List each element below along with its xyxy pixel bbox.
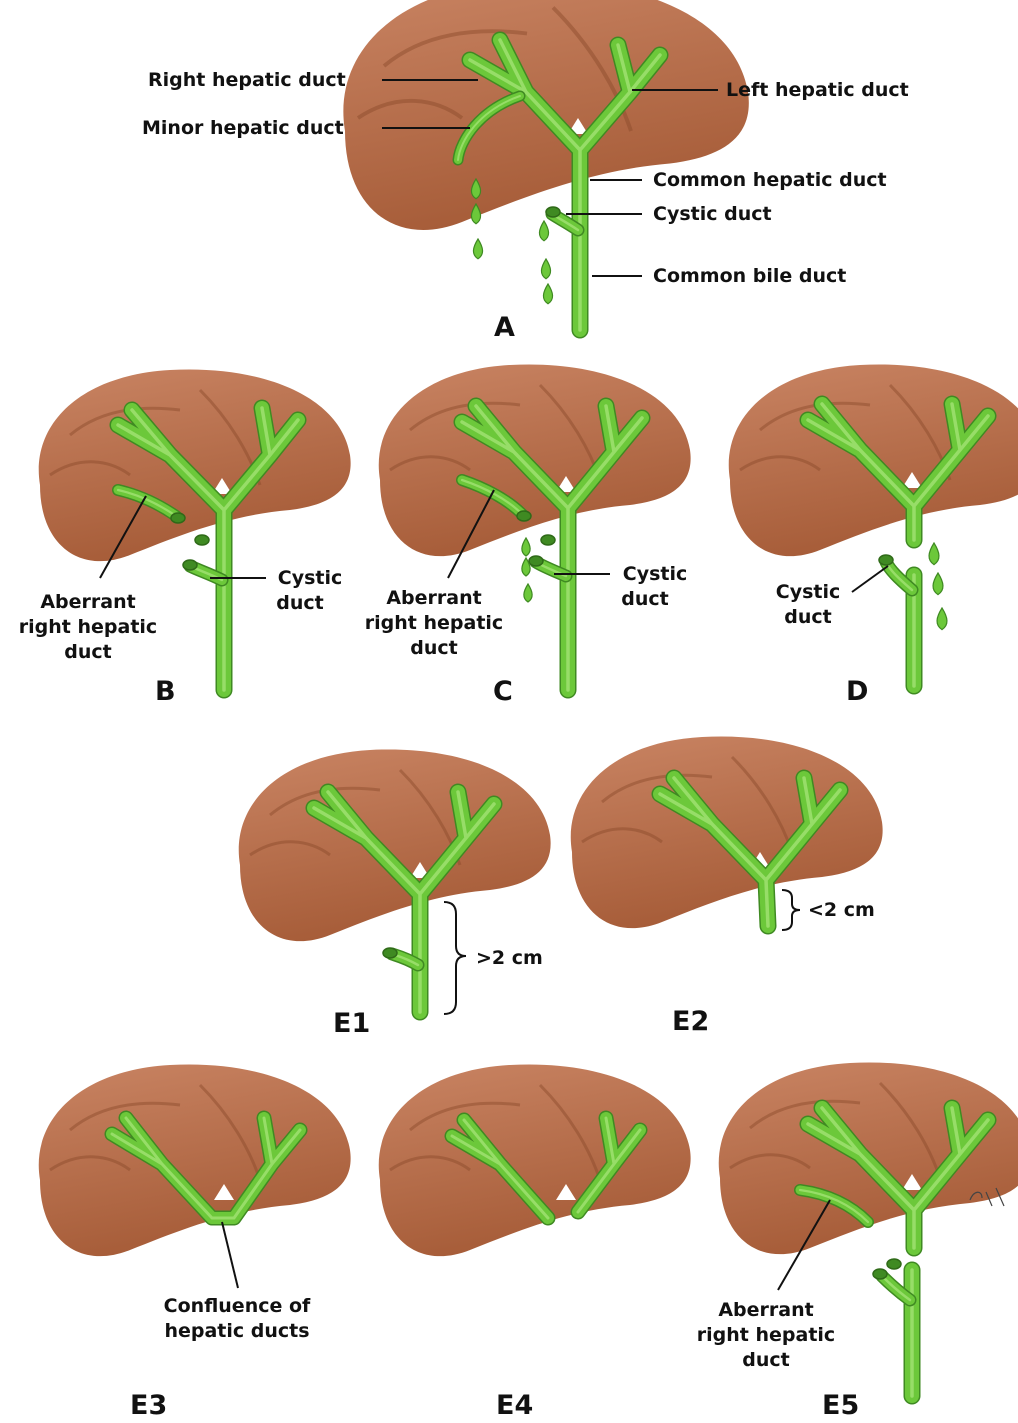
clipped-stump	[183, 560, 197, 570]
label-cystic: duct	[784, 606, 831, 628]
label-left-hepatic-duct: Left hepatic duct	[726, 79, 909, 101]
bile-leak-drop	[473, 239, 482, 259]
liver	[39, 369, 351, 561]
distance-brace	[782, 890, 800, 930]
liver-shape	[39, 1064, 351, 1256]
liver	[239, 749, 551, 941]
label-right-hepatic-duct: Right hepatic duct	[148, 69, 346, 91]
label-cystic: Cystic	[278, 567, 343, 589]
label-common-bile-duct: Common bile duct	[653, 265, 846, 287]
clipped-stump	[171, 513, 185, 523]
leader-line	[852, 566, 888, 592]
label-cystic: duct	[276, 592, 323, 614]
clipped-stump	[541, 535, 555, 545]
label-aberrant: right hepatic	[365, 612, 503, 634]
label-aberrant: right hepatic	[19, 616, 157, 638]
bile-leak-drop	[933, 573, 943, 595]
panel-letter-c: C	[493, 676, 513, 707]
label-minor-hepatic-duct: Minor hepatic duct	[142, 117, 344, 139]
label-cystic: duct	[621, 588, 668, 610]
clipped-stump	[517, 511, 531, 521]
label-distance: >2 cm	[476, 947, 543, 969]
bile-leak-drop	[524, 584, 532, 602]
clipped-stump	[879, 555, 893, 565]
panel-letter-d: D	[846, 676, 868, 707]
liver-shape	[379, 364, 691, 556]
clipped-stump	[887, 1259, 901, 1269]
label-aberrant: right hepatic	[697, 1324, 835, 1346]
panel-d-labels: Cystic duct D	[776, 566, 888, 707]
panel-e3-labels: Confluence of hepatic ducts E3	[130, 1222, 311, 1421]
bile-leak-drop	[539, 221, 548, 241]
label-common-hepatic-duct: Common hepatic duct	[653, 169, 887, 191]
label-confluence: hepatic ducts	[164, 1320, 309, 1342]
label-cystic: Cystic	[623, 563, 688, 585]
label-aberrant: duct	[64, 641, 111, 663]
bile-leak-drop	[541, 259, 550, 279]
panel-letter-b: B	[155, 676, 176, 707]
bile-leak-drop	[937, 608, 947, 630]
liver	[379, 1064, 691, 1256]
label-aberrant: Aberrant	[40, 591, 135, 613]
clipped-stump	[873, 1269, 887, 1279]
label-aberrant: duct	[410, 637, 457, 659]
liver	[39, 1064, 351, 1256]
bile-leak-drop	[543, 284, 552, 304]
panel-letter-a: A	[494, 312, 515, 343]
distance-brace	[444, 902, 466, 1014]
panel-d	[729, 364, 1018, 686]
panel-e1	[239, 749, 551, 1012]
clipped-stump	[195, 535, 209, 545]
panel-e3	[39, 1064, 351, 1256]
panel-letter-e2: E2	[672, 1006, 709, 1037]
bile-leak-drop	[522, 538, 530, 556]
panel-letter-e1: E1	[333, 1008, 370, 1039]
liver-shape	[379, 1064, 691, 1256]
panel-letter-e4: E4	[496, 1390, 533, 1421]
panel-e1-labels: >2 cm E1	[333, 902, 543, 1039]
leader-line	[222, 1222, 238, 1288]
panel-letter-e5: E5	[822, 1390, 859, 1421]
liver-shape	[239, 749, 551, 941]
clipped-stump	[383, 948, 397, 958]
label-distance: <2 cm	[808, 899, 875, 921]
clipped-stump	[546, 207, 560, 217]
label-confluence: Confluence of	[164, 1295, 311, 1317]
label-cystic-duct: Cystic duct	[653, 203, 772, 225]
liver-shape	[39, 369, 351, 561]
bile-leak-drop	[929, 543, 939, 565]
label-aberrant: duct	[742, 1349, 789, 1371]
panel-e4	[379, 1064, 691, 1256]
panel-letter-e3: E3	[130, 1390, 167, 1421]
panel-e4-labels: E4	[496, 1390, 533, 1421]
label-aberrant: Aberrant	[386, 587, 481, 609]
label-cystic: Cystic	[776, 581, 841, 603]
clipped-stump	[529, 556, 543, 566]
label-aberrant: Aberrant	[718, 1299, 813, 1321]
panels-layer	[39, 0, 1018, 1396]
liver	[379, 364, 691, 556]
